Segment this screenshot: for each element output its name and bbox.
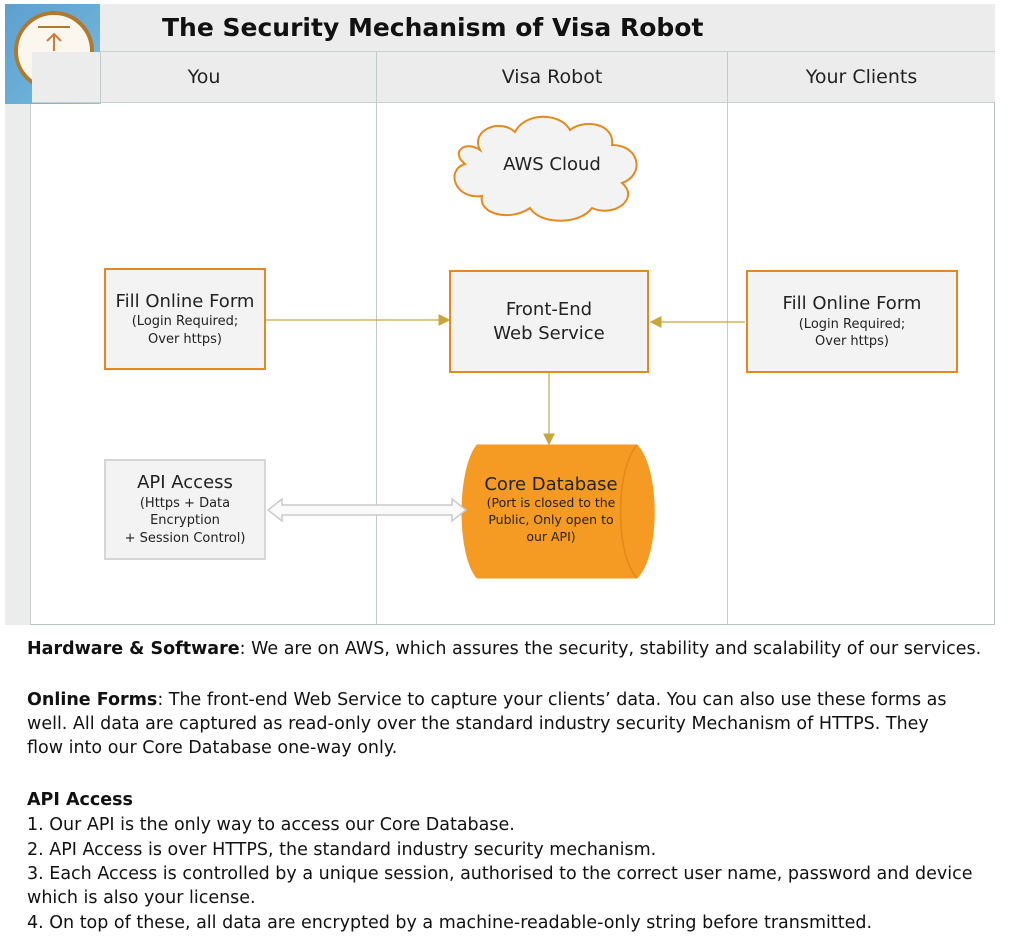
online-forms-line: well. All data are captured as read-only… [27, 714, 929, 734]
lane-divider [376, 52, 377, 625]
api-list-item: 1. Our API is the only way to access our… [27, 815, 515, 835]
hardware-software-body: : We are on AWS, which assures the secur… [239, 639, 982, 659]
hardware-software-paragraph: Hardware & Software: We are on AWS, whic… [27, 637, 1017, 661]
front-end-web-service: Front-End Web Service [449, 270, 649, 373]
lane-header-you: You [32, 52, 376, 103]
core-database-note: our API) [526, 528, 576, 544]
box-subtext: Over https) [815, 334, 889, 350]
box-title: Front-End [505, 299, 593, 321]
aws-cloud-label: AWS Cloud [503, 154, 601, 175]
online-forms-line: flow into our Core Database one-way only… [27, 738, 398, 758]
api-list-item: 3. Each Access is controlled by a unique… [27, 864, 973, 884]
lane-divider [100, 52, 101, 104]
diagram-connectors [266, 115, 745, 579]
core-database-note: (Port is closed to the [486, 495, 616, 510]
box-subtext: + Session Control) [124, 530, 246, 546]
aws-cloud-shape [453, 115, 638, 222]
title-bar: The Security Mechanism of Visa Robot [100, 4, 995, 52]
api-access-box: API Access (Https + Data Encryption + Se… [104, 459, 266, 560]
arrow-api-database-bidirectional [266, 497, 468, 523]
api-list-item-continued: which is also your license. [27, 888, 256, 908]
online-forms-label: Online Forms [27, 690, 158, 710]
box-subtext: (Login Required; [798, 316, 906, 332]
lane-header-your-clients: Your Clients [728, 52, 995, 103]
lane-header-visa-robot: Visa Robot [377, 52, 727, 103]
box-subtext: (Https + Data Encryption [139, 495, 231, 529]
fill-online-form-clients: Fill Online Form (Login Required; Over h… [746, 270, 958, 373]
box-title: API Access [137, 472, 233, 494]
box-title: Fill Online Form [115, 290, 255, 312]
diagram-title: The Security Mechanism of Visa Robot [162, 13, 704, 42]
api-access-heading: API Access [27, 790, 133, 810]
core-database-note: Public, Only open to [488, 511, 614, 527]
box-title: Fill Online Form [782, 293, 922, 315]
lane-divider [727, 52, 728, 625]
online-forms-body: : The front-end Web Service to capture y… [157, 690, 947, 710]
fill-online-form-you: Fill Online Form (Login Required; Over h… [104, 268, 266, 370]
online-forms-paragraph: Online Forms: The front-end Web Service … [27, 688, 1017, 712]
box-subtext: (Login Required; [131, 314, 239, 330]
core-database-title: Core Database [484, 474, 618, 495]
api-list-item: 4. On top of these, all data are encrypt… [27, 913, 873, 933]
logo-house-icon [38, 26, 70, 51]
core-database-label: Core Database (Port is closed to the Pub… [470, 474, 632, 546]
box-subtext: Over https) [148, 331, 222, 347]
api-list-item: 2. API Access is over HTTPS, the standar… [27, 840, 657, 860]
hardware-software-label: Hardware & Software [27, 639, 240, 659]
lane-side-strip [5, 104, 31, 625]
box-title: Web Service [493, 322, 605, 344]
